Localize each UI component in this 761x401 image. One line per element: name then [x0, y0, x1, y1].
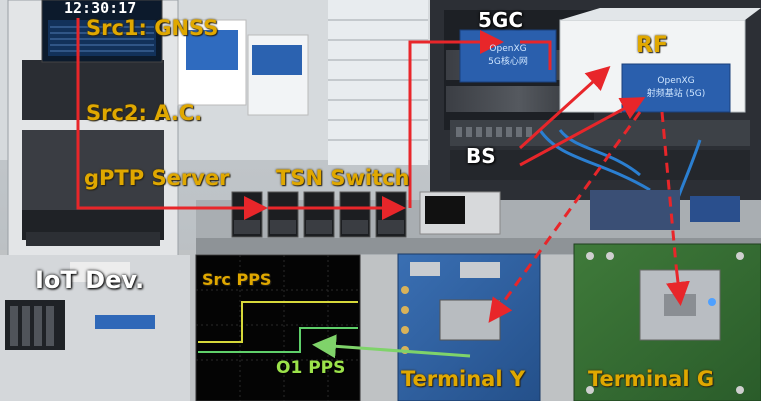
- src-pps-trace: [198, 301, 358, 343]
- label-src1-gnss: Src1: GNSS: [86, 16, 219, 40]
- label-terminal-y: Terminal Y: [401, 367, 526, 391]
- label-src2-ac: Src2: A.C.: [86, 101, 203, 125]
- label-src-pps: Src PPS: [202, 270, 272, 289]
- label-iot-device: IoT Dev.: [35, 266, 145, 294]
- label-5gc: 5GC: [478, 8, 524, 32]
- label-bs: BS: [466, 144, 496, 168]
- o1-pps-trace: [198, 327, 358, 353]
- label-rf: RF: [636, 33, 668, 58]
- core-sign: [459, 29, 557, 83]
- sync-path-arrows: [76, 18, 646, 220]
- monitor-clock: 12:30:17: [64, 0, 137, 17]
- bs-sign-text: OpenXG 射频基站 (5G): [646, 76, 706, 99]
- label-o1-pps: O1 PPS: [276, 358, 346, 378]
- label-terminal-g: Terminal G: [588, 367, 715, 391]
- label-gptp-server: gPTP Server: [84, 166, 230, 190]
- o1-pps-pointer: [312, 334, 471, 359]
- core-sign-text: OpenXG 5G核心网: [488, 44, 528, 67]
- label-tsn-switch: TSN Switch: [276, 166, 410, 190]
